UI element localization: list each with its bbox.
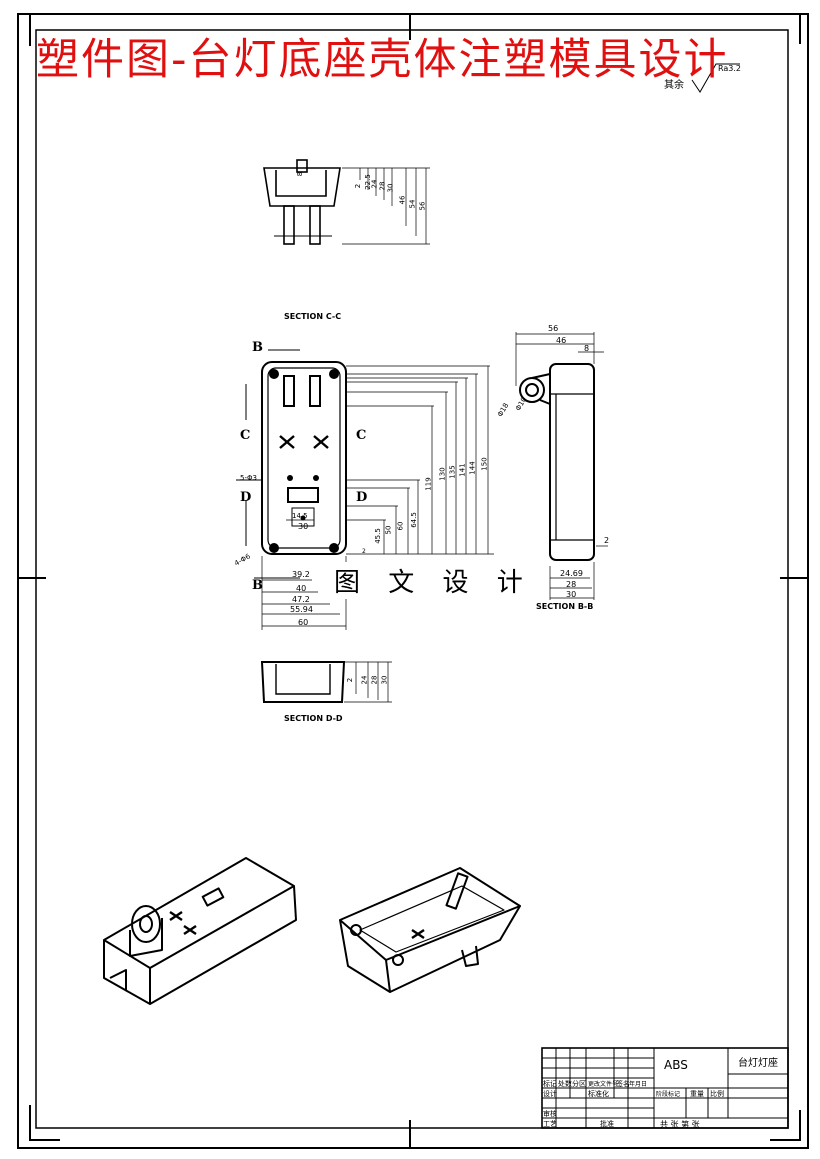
dim-label: 141 [458, 463, 467, 477]
cut-letter-d-right: D [356, 490, 368, 505]
dim-label: 46 [556, 336, 567, 345]
tb-label: 重量 [690, 1090, 704, 1098]
dim-label: 8 [296, 171, 305, 177]
dim-label: 60 [298, 618, 309, 627]
dim-label: 39.2 [292, 570, 310, 579]
section-cc-label: SECTION C-C [284, 312, 342, 321]
dim-label: 56 [548, 324, 559, 333]
title-block-part-name: 台灯灯座 [738, 1058, 778, 1069]
dim-label: 60 [396, 521, 405, 531]
cut-letter-b-bottom: B [252, 578, 263, 593]
dim-label: 47.2 [292, 595, 310, 604]
section-dd-dims [344, 661, 392, 703]
dim-label: 28 [370, 675, 379, 685]
dim-label: 55.94 [290, 605, 313, 614]
tb-label: 比例 [710, 1090, 724, 1098]
dim-label: 64.5 [409, 512, 418, 528]
isometric-view-2-ribs [411, 929, 425, 939]
tb-label: 分区 [572, 1080, 586, 1088]
section-bb-label: SECTION B-B [536, 602, 594, 611]
dim-label: 28 [566, 580, 577, 589]
roughness-symbol [691, 63, 740, 93]
dim-label: 8 [584, 344, 590, 353]
isometric-view-1 [103, 857, 297, 1005]
isometric-view-2 [339, 867, 521, 993]
main-view-ribs [279, 435, 329, 449]
dim-label: 40 [296, 584, 307, 593]
section-cc-view [263, 159, 341, 245]
dim-label: 150 [480, 457, 489, 471]
frame-marks [18, 13, 808, 1148]
drawing-title: 塑件图-台灯底座壳体注塑模具设计 [36, 35, 729, 85]
section-dd-label: SECTION D-D [284, 714, 343, 723]
tb-label: 年月日 [629, 1081, 648, 1088]
main-front-view [261, 361, 347, 555]
main-view-dims [261, 365, 494, 630]
title-block-grid [541, 1047, 789, 1129]
tb-label: 阶段标记 [656, 1091, 681, 1098]
section-bb-dims [515, 332, 608, 600]
dim-label: 24 [360, 675, 369, 685]
dim-label: 119 [424, 477, 433, 491]
dim-label: 24 [370, 179, 379, 189]
outer-border [17, 13, 809, 1149]
tb-label: 更改文件号 [588, 1081, 619, 1088]
dim-label: 135 [448, 465, 457, 479]
dim-label: 46 [398, 195, 407, 205]
roughness-value: Ra3.2 [718, 64, 742, 73]
cut-letter-d-left: D [240, 490, 252, 505]
dim-label: 30 [298, 522, 309, 531]
dim-label: 130 [438, 467, 447, 481]
isometric-view-1-ribs [169, 911, 197, 935]
dim-label: 30 [386, 183, 395, 193]
title-block-material: ABS [664, 1058, 688, 1072]
dim-label: 2 [604, 536, 610, 545]
dim-label: 30 [566, 590, 577, 599]
section-bb-view [519, 363, 595, 561]
tb-label: 工艺 [543, 1120, 557, 1128]
watermark-text: 图 文 设 计 [330, 562, 537, 599]
tb-label: 处数 [558, 1080, 572, 1088]
tb-label: 审核 [543, 1110, 557, 1118]
cut-letter-b-top: B [252, 340, 263, 355]
dim-label: 30 [380, 675, 389, 685]
dim-label: 45.5 [373, 528, 382, 544]
dim-label: 14.5 [292, 512, 308, 520]
dim-label: 24.69 [560, 569, 583, 578]
dim-label: 56 [418, 201, 427, 211]
roughness-prefix: 其余 [664, 80, 684, 91]
title-block-sheet: 共 张 第 张 [660, 1120, 700, 1129]
tb-label: 设计 [543, 1090, 557, 1098]
cut-letter-c-right: C [356, 428, 367, 443]
cut-letter-c-left: C [240, 428, 251, 443]
dim-label: 2 [362, 548, 366, 555]
dim-label: 2 [346, 677, 355, 683]
main-view-bosses [269, 369, 339, 553]
dim-label: 28 [378, 181, 387, 191]
tb-label: 批准 [600, 1120, 614, 1128]
dim-label: 144 [468, 461, 477, 475]
tb-label: 签名 [616, 1080, 630, 1088]
section-cc-dims [342, 167, 430, 245]
tb-label: 标准化 [588, 1090, 609, 1098]
dim-label: 54 [408, 199, 417, 209]
dim-label: 2 [354, 183, 363, 189]
section-dd-view [260, 661, 346, 703]
dim-label: 5-Φ3 [240, 474, 257, 482]
dim-label: 50 [384, 525, 393, 535]
tb-label: 标记 [543, 1080, 557, 1088]
